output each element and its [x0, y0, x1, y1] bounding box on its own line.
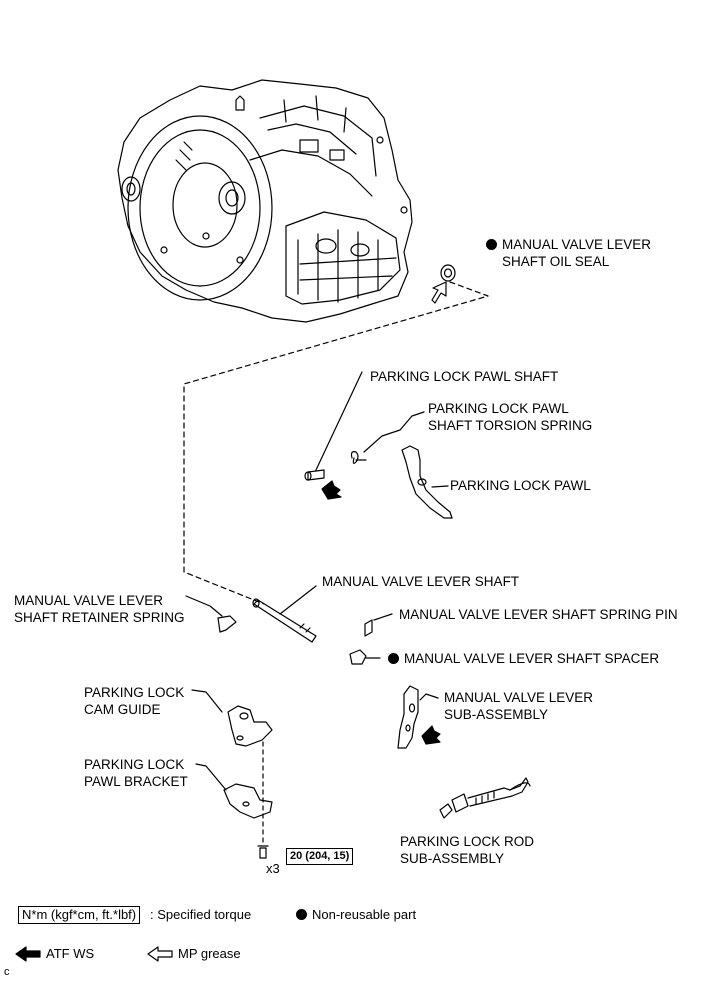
label-rod-sub-assembly: PARKING LOCK ROD SUB-ASSEMBLY	[400, 834, 535, 866]
torsion-spring-part	[350, 411, 425, 464]
legend-nonreusable: Non-reusable part	[296, 907, 416, 922]
legend-atf-ws-arrow-icon	[15, 946, 41, 962]
label-retainer-spring: MANUAL VALVE LEVER SHAFT RETAINER SPRING	[14, 593, 185, 625]
label-lever-shaft: MANUAL VALVE LEVER SHAFT	[322, 574, 520, 589]
legend-mp-grease: MP grease	[178, 946, 241, 961]
label-spacer: MANUAL VALVE LEVER SHAFT SPACER	[388, 650, 659, 667]
mp-grease-arrow-icon	[431, 281, 447, 304]
legend-mp-grease-arrow-icon	[147, 946, 173, 962]
label-torsion-spring: PARKING LOCK PAWL SHAFT TORSION SPRING	[428, 401, 593, 433]
pawl-shaft-part	[304, 371, 363, 481]
label-oil-seal: MANUAL VALVE LEVER SHAFT OIL SEAL	[486, 236, 651, 270]
corner-code: c	[4, 966, 10, 978]
label-cam-guide: PARKING LOCK CAM GUIDE	[84, 685, 185, 717]
nonreusable-dot-icon	[296, 909, 307, 920]
label-lever-sub-assembly: MANUAL VALVE LEVER SUB-ASSEMBLY	[444, 690, 594, 722]
parking-lock-rod-part	[439, 777, 531, 819]
bolt-quantity: x3	[266, 861, 280, 876]
spacer-part	[349, 649, 381, 665]
atf-ws-arrow-icon	[421, 725, 441, 745]
assembly-dashed-line	[183, 281, 489, 605]
retainer-spring-part	[185, 595, 237, 633]
legend-torque-text: : Specified torque	[150, 907, 252, 922]
legend-atf-ws: ATF WS	[46, 946, 95, 961]
nonreusable-dot-icon	[486, 239, 497, 250]
label-pawl-shaft: PARKING LOCK PAWL SHAFT	[370, 369, 559, 384]
lever-shaft-part	[252, 585, 317, 643]
label-pawl: PARKING LOCK PAWL	[450, 478, 591, 493]
label-spring-pin: MANUAL VALVE LEVER SHAFT SPRING PIN	[399, 607, 678, 622]
spring-pin-part	[364, 613, 393, 637]
label-pawl-bracket: PARKING LOCK PAWL BRACKET	[84, 757, 188, 789]
lever-sub-assembly-part	[397, 685, 439, 749]
nonreusable-dot-icon	[388, 653, 399, 664]
bolt-part	[257, 845, 269, 859]
cam-guide-part	[191, 689, 273, 747]
transaxle-housing	[117, 79, 413, 323]
torque-spec-box: 20 (204, 15)	[286, 848, 354, 865]
oil-seal-part	[440, 264, 456, 282]
pawl-bracket-part	[195, 763, 273, 819]
atf-ws-arrow-icon	[321, 480, 342, 500]
legend-torque-unit: N*m (kgf*cm, ft.*lbf)	[18, 906, 141, 924]
parking-lock-pawl-part	[401, 445, 453, 519]
